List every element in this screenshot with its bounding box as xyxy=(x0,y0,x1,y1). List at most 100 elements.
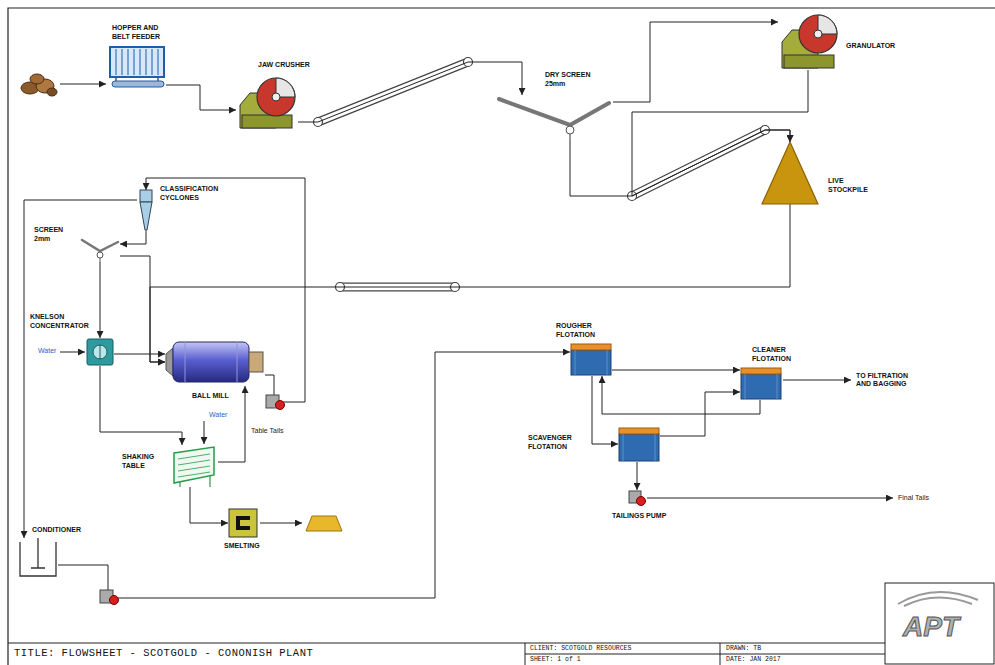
slurry-pump xyxy=(100,590,119,605)
equipment-label: CLEANER FLOTATION xyxy=(752,346,808,364)
hopper-feeder-icon xyxy=(108,45,166,93)
flotation-cell-icon xyxy=(740,366,782,400)
process-stream xyxy=(613,22,778,102)
crusher-icon xyxy=(778,12,840,70)
equipment-label: LIVE STOCKPILE xyxy=(828,177,878,195)
equipment-node: TAILINGS PUMP xyxy=(628,490,646,506)
water-arrow xyxy=(204,421,205,444)
equipment-node: CLEANER FLOTATION xyxy=(740,366,782,400)
equipment-label: SCAVENGER FLOTATION xyxy=(528,434,584,452)
process-stream xyxy=(660,392,740,436)
title-block-lines xyxy=(8,643,885,665)
equipment-name: CLEANER FLOTATION xyxy=(752,346,808,363)
equipment-node: KNELSON CONCENTRATOR xyxy=(86,338,114,366)
feed-arrow xyxy=(60,84,106,85)
title-block-cell: SHEET: 1 of 1 xyxy=(530,656,581,664)
equipment-name: SHAKING TABLE xyxy=(122,453,168,470)
process-stream xyxy=(166,85,236,110)
equipment-label: SCREEN 2mm xyxy=(34,226,76,244)
equipment-name: GRANULATOR xyxy=(846,42,895,51)
process-stream xyxy=(602,376,760,414)
stockpile-icon xyxy=(762,142,818,204)
equipment-label: GRANULATOR xyxy=(846,42,916,60)
ball-mill-icon xyxy=(165,338,265,386)
equipment-label: JAW CRUSHER xyxy=(258,61,328,79)
process-stream xyxy=(146,178,305,402)
equipment-name: TAILINGS PUMP xyxy=(612,512,666,521)
process-stream xyxy=(120,232,146,244)
process-stream xyxy=(612,370,740,371)
equipment-node: GRANULATOR xyxy=(778,12,840,70)
logo-swirl xyxy=(898,592,978,606)
pump-icon xyxy=(628,490,646,506)
title-block-cell: CLIENT: SCOTGOLD RESOURCES xyxy=(530,645,631,653)
water-arrow xyxy=(60,352,85,353)
furnace-icon xyxy=(228,508,258,538)
equipment-node: SMELTING xyxy=(228,508,258,538)
equipment-label: SHAKING TABLE xyxy=(122,453,168,471)
equipment-name: JAW CRUSHER xyxy=(258,61,310,70)
equipment-label: TAILINGS PUMP xyxy=(612,512,672,530)
equipment-label: BALL MILL xyxy=(192,392,242,410)
logo-box xyxy=(885,583,994,664)
drawing-title: TITLE: FLOWSHEET - SCOTGOLD - CONONISH P… xyxy=(14,647,313,659)
product-arrow xyxy=(260,523,302,524)
ore-pile xyxy=(21,74,57,96)
tank-icon xyxy=(18,538,58,578)
equipment-label: SMELTING xyxy=(224,542,274,560)
equipment-name: BALL MILL xyxy=(192,392,229,401)
process-stream xyxy=(58,352,570,598)
connector-group xyxy=(24,22,808,598)
equipment-name: SCREEN 2mm xyxy=(34,226,76,243)
title-block-cell: DRAWN: TB xyxy=(726,645,761,653)
equipment-label: ROUGHER FLOTATION xyxy=(556,322,614,340)
equipment-node: SCAVENGER FLOTATION xyxy=(618,426,660,462)
equipment-node: LIVE STOCKPILE xyxy=(762,142,818,204)
process-stream xyxy=(190,487,228,523)
stream-label: Table Tails xyxy=(250,427,285,436)
process-stream xyxy=(298,62,522,122)
equipment-label: DRY SCREEN 25mm xyxy=(545,71,597,89)
process-stream xyxy=(150,204,790,362)
equipment-name: DRY SCREEN 25mm xyxy=(545,71,597,88)
cyclone-icon xyxy=(137,190,155,232)
screen-icon xyxy=(495,95,613,140)
process-stream xyxy=(100,262,101,338)
process-stream xyxy=(114,354,165,355)
equipment-name: SMELTING xyxy=(224,542,260,551)
process-stream xyxy=(24,200,137,538)
process-stream xyxy=(637,462,638,490)
drawing-frame xyxy=(8,8,995,665)
slurry-pump xyxy=(266,395,285,410)
stream-label: TO FILTRATION AND BAGGING xyxy=(856,372,920,389)
equipment-label: CONDITIONER xyxy=(32,526,92,544)
process-stream xyxy=(100,366,182,445)
equipment-node: SCREEN 2mm xyxy=(80,237,120,262)
stream-label: Final Tails xyxy=(898,494,929,502)
equipment-node: DRY SCREEN 25mm xyxy=(495,95,613,140)
equipment-name: SCAVENGER FLOTATION xyxy=(528,434,584,451)
equipment-node: JAW CRUSHER xyxy=(236,75,298,130)
screen-icon xyxy=(80,237,120,262)
equipment-label: HOPPER AND BELT FEEDER xyxy=(112,24,174,42)
equipment-name: CONDITIONER xyxy=(32,526,81,535)
concentrator-icon xyxy=(86,338,114,366)
tails-arrow xyxy=(647,498,893,499)
crusher-icon xyxy=(236,75,298,130)
equipment-name: HOPPER AND BELT FEEDER xyxy=(112,24,174,41)
stream-label: Water xyxy=(209,411,227,419)
equipment-node: ROUGHER FLOTATION xyxy=(570,342,612,376)
process-stream xyxy=(592,376,618,444)
equipment-node: CLASSIFICATION CYCLONES xyxy=(137,190,155,232)
equipment-node: BALL MILL xyxy=(165,338,265,386)
equipment-name: ROUGHER FLOTATION xyxy=(556,322,614,339)
company-logo: APT xyxy=(903,610,959,644)
title-block-cell: DATE: JAN 2017 xyxy=(726,656,781,664)
stream-label: Water xyxy=(38,347,56,355)
equipment-node: SHAKING TABLE xyxy=(170,445,218,487)
flotation-cell-icon xyxy=(618,426,660,462)
process-stream xyxy=(570,130,790,196)
process-stream xyxy=(120,256,165,362)
